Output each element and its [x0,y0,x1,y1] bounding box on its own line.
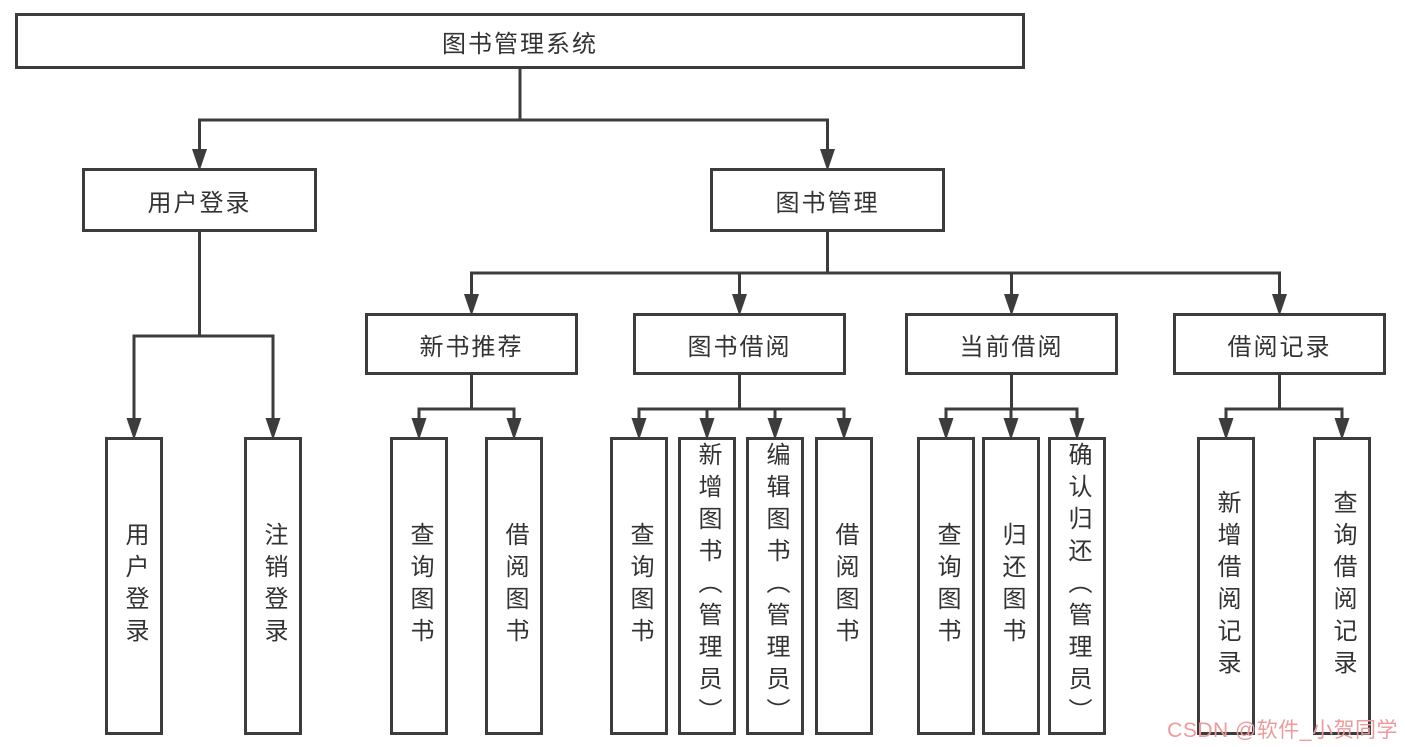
leaf-label: 查询借阅记录 [1329,490,1356,682]
leaf-label: 借阅图书 [501,522,528,650]
leaf-label: 查询图书 [933,522,960,650]
leaf-user-login: 用户登录 [105,437,163,735]
leaf-label: 查询图书 [626,522,653,650]
csdn-watermark: CSDN @软件_小贺同学 [1167,719,1398,742]
leaf-label: 新增借阅记录 [1213,490,1240,682]
leaf-query-borrow-record: 查询借阅记录 [1313,437,1371,735]
node-book-management-branch: 图书管理 [710,168,945,232]
leaf-label: 用户登录 [121,522,148,650]
node-label: 图书管理 [775,189,880,217]
node-label: 当前借阅 [959,333,1064,361]
leaf-borrow-books-recommend: 借阅图书 [485,437,543,735]
leaf-query-books-borrow: 查询图书 [610,437,668,735]
leaf-add-borrow-record: 新增借阅记录 [1197,437,1255,735]
leaf-query-books-current: 查询图书 [917,437,975,735]
node-root-system: 图书管理系统 [15,13,1025,69]
leaf-label: 查询图书 [406,522,433,650]
leaf-edit-book-admin: 编辑图书（管理员） [746,437,804,735]
node-borrow-records: 借阅记录 [1173,313,1386,375]
node-book-borrow: 图书借阅 [633,313,846,375]
node-root-label: 图书管理系统 [442,30,598,58]
leaf-label: 借阅图书 [831,522,858,650]
leaf-label: 归还图书 [998,522,1025,650]
leaf-query-books-recommend: 查询图书 [390,437,448,735]
node-label: 图书借阅 [687,333,792,361]
node-label: 用户登录 [147,189,252,217]
leaf-label: 确认归还（管理员） [1064,442,1091,730]
leaf-borrow-book: 借阅图书 [815,437,873,735]
leaf-return-book: 归还图书 [982,437,1040,735]
leaf-add-book-admin: 新增图书（管理员） [678,437,736,735]
leaf-label: 注销登录 [260,522,287,650]
node-new-book-recommend: 新书推荐 [365,313,578,375]
node-current-borrow: 当前借阅 [905,313,1118,375]
leaf-label: 新增图书（管理员） [694,442,721,730]
leaf-label: 编辑图书（管理员） [762,442,789,730]
node-user-login-branch: 用户登录 [82,168,317,232]
node-label: 新书推荐 [419,333,524,361]
node-label: 借阅记录 [1227,333,1332,361]
leaf-logout: 注销登录 [244,437,302,735]
leaf-confirm-return-admin: 确认归还（管理员） [1048,437,1106,735]
